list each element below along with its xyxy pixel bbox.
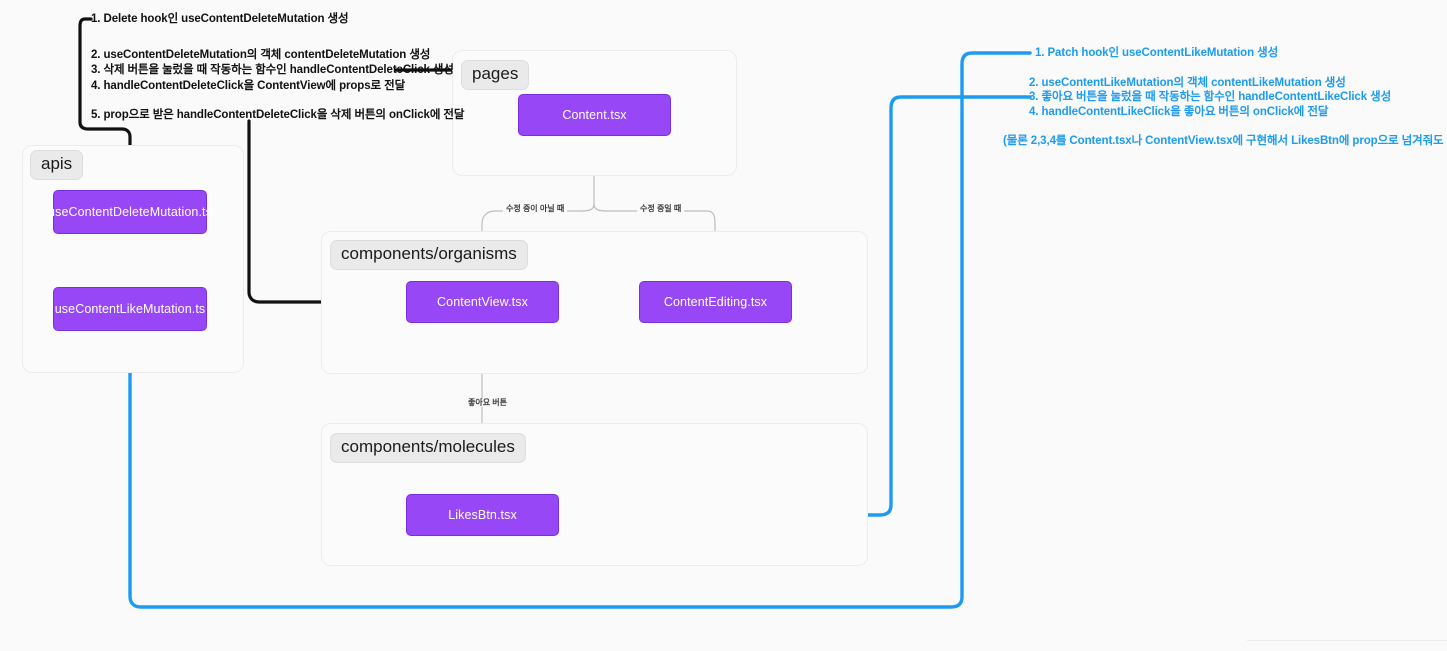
node-usecontentlikemutation[interactable]: useContentLikeMutation.ts [53,287,207,331]
group-label-apis: apis [30,150,84,180]
group-label-organisms: components/organisms [330,240,528,270]
group-box-apis [22,145,244,373]
note-like-2: 2. useContentLikeMutation의 객체 contentLik… [1029,77,1346,89]
group-label-molecules: components/molecules [330,433,526,463]
group-label-pages: pages [461,60,530,90]
edge-label-not-editing: 수정 중이 아닐 때 [503,205,568,213]
note-delete-4: 4. handleContentDeleteClick을 ContentView… [91,80,406,92]
note-delete-5: 5. prop으로 받은 handleContentDeleteClick을 삭… [91,109,465,121]
note-like-4: 4. handleContentLikeClick을 좋아요 버튼의 onCli… [1029,106,1329,118]
note-like-3: 3. 좋아요 버튼을 눌렀을 때 작동하는 함수인 handleContentL… [1029,91,1392,103]
note-delete-1: 1. Delete hook인 useContentDeleteMutation… [91,13,349,25]
node-usecontentdeletemutation[interactable]: useContentDeleteMutation.ts [48,190,212,234]
note-delete-3: 3. 삭제 버튼을 눌렀을 때 작동하는 함수인 handleContentDe… [91,64,454,76]
node-likesbtn-tsx[interactable]: LikesBtn.tsx [406,494,559,536]
note-delete-2: 2. useContentDeleteMutation의 객체 contentD… [91,49,431,61]
node-contentediting-tsx[interactable]: ContentEditing.tsx [639,281,792,323]
node-contentview-tsx[interactable]: ContentView.tsx [406,281,559,323]
node-content-tsx[interactable]: Content.tsx [518,94,671,136]
note-like-1: 1. Patch hook인 useContentLikeMutation 생성 [1035,47,1279,59]
edge-label-likes-button: 좋아요 버튼 [465,399,511,407]
note-like-5: (물론 2,3,4를 Content.tsx나 ContentView.tsx에… [1003,135,1447,147]
edge-label-editing: 수정 중일 때 [637,205,685,213]
